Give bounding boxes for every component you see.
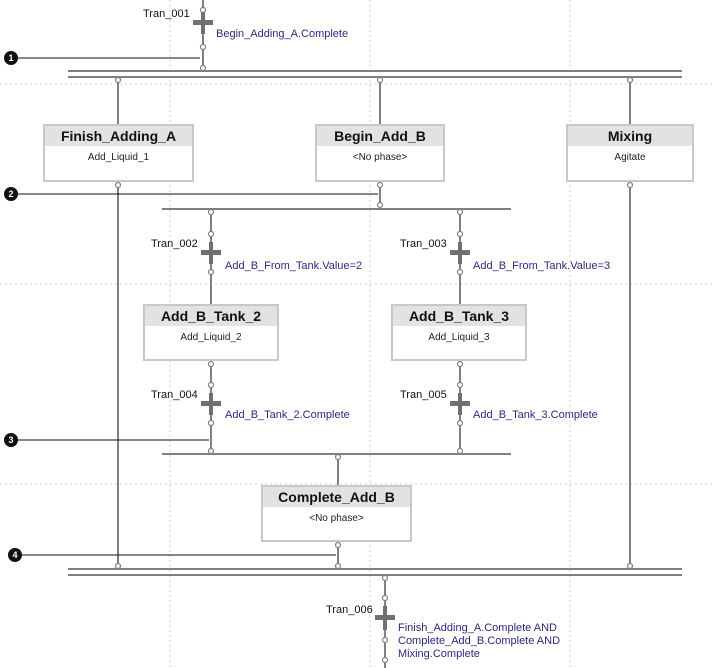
transition-tran_006-icon [375, 606, 395, 630]
transition-name-tran-004[interactable]: Tran_004 [151, 389, 198, 401]
callout-leaders [18, 57, 378, 556]
flow-lines [68, 0, 682, 668]
step-name: Mixing [568, 126, 692, 146]
step-phase: Agitate [614, 152, 646, 163]
transition-tran_005-icon [450, 393, 470, 415]
step-begin-add-b[interactable]: Begin_Add_B <No phase> [315, 124, 445, 182]
step-name: Begin_Add_B [317, 126, 443, 146]
callout-3: 3 [4, 433, 18, 447]
transition-tran_003-icon [450, 242, 470, 264]
transition-condition-tran-002: Add_B_From_Tank.Value=2 [225, 260, 363, 272]
step-add-b-tank-2[interactable]: Add_B_Tank_2 Add_Liquid_2 [143, 304, 279, 361]
transition-tran_001-icon [193, 12, 213, 34]
step-phase: Add_Liquid_2 [180, 332, 242, 343]
step-name: Add_B_Tank_3 [393, 306, 525, 326]
step-add-b-tank-3[interactable]: Add_B_Tank_3 Add_Liquid_3 [391, 304, 527, 361]
transition-name-tran-005[interactable]: Tran_005 [400, 389, 447, 401]
transition-tran_002-icon [201, 242, 221, 264]
transition-name-tran-001[interactable]: Tran_001 [143, 8, 190, 20]
connection-dots [114, 6, 634, 664]
transition-condition-tran-005: Add_B_Tank_3.Complete [473, 409, 598, 421]
condition-line: Complete_Add_B.Complete AND [398, 635, 561, 647]
transition-name-tran-002[interactable]: Tran_002 [151, 238, 198, 250]
step-mixing[interactable]: Mixing Agitate [566, 124, 694, 182]
transition-name-tran-003[interactable]: Tran_003 [400, 238, 447, 250]
callout-1: 1 [4, 51, 18, 65]
step-name: Finish_Adding_A [45, 126, 192, 146]
step-phase: <No phase> [352, 152, 408, 163]
step-name: Complete_Add_B [263, 487, 410, 507]
step-phase: Add_Liquid_1 [87, 152, 150, 163]
transition-condition-tran-006: Finish_Adding_A.Complete AND Complete_Ad… [398, 622, 560, 661]
callout-2: 2 [4, 187, 18, 201]
transition-name-tran-006[interactable]: Tran_006 [326, 604, 373, 616]
step-finish-adding-a[interactable]: Finish_Adding_A Add_Liquid_1 [43, 124, 194, 182]
step-phase: Add_Liquid_3 [428, 332, 490, 343]
transition-condition-tran-001: Begin_Adding_A.Complete [216, 28, 349, 40]
transition-tran_004-icon [201, 393, 221, 415]
callout-4: 4 [8, 548, 22, 562]
condition-line: Finish_Adding_A.Complete AND [398, 622, 557, 634]
step-name: Add_B_Tank_2 [145, 306, 277, 326]
step-complete-add-b[interactable]: Complete_Add_B <No phase> [261, 485, 412, 542]
condition-line: Mixing.Complete [398, 648, 480, 660]
transition-condition-tran-003: Add_B_From_Tank.Value=3 [473, 260, 611, 272]
transition-condition-tran-004: Add_B_Tank_2.Complete [225, 409, 350, 421]
step-phase: <No phase> [309, 513, 364, 524]
